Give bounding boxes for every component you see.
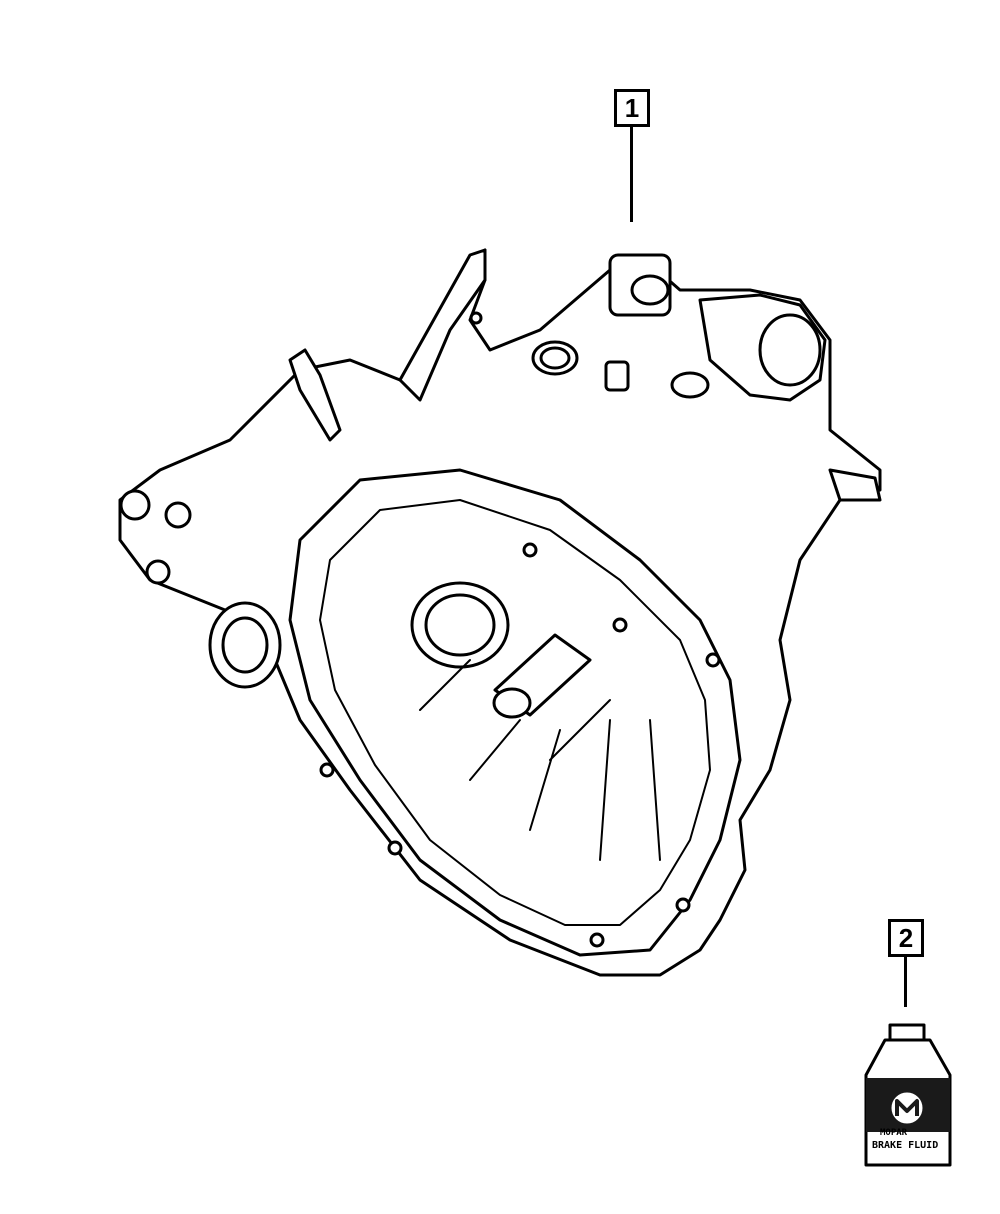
bottle-brand-text: MOPAR: [880, 1128, 908, 1138]
bracket: [398, 248, 487, 402]
brake-fluid-bottle-illustration[interactable]: [864, 1023, 952, 1167]
mopar-m-glyph: [895, 1099, 919, 1116]
right-stub: [828, 468, 882, 502]
input-shaft-end: [492, 687, 532, 719]
sensor-stud: [604, 360, 630, 392]
bell-housing-inner: [319, 499, 711, 926]
leader-line-1: [630, 127, 633, 222]
flange-bolt-5: [705, 652, 721, 668]
flange-bolt-2: [387, 840, 403, 856]
transmission-illustration[interactable]: [118, 248, 882, 977]
shift-lever: [288, 348, 342, 442]
flange-bolt-4: [675, 897, 691, 913]
fill-plug-inner: [539, 346, 571, 370]
left-axle-seal-inner: [221, 616, 269, 674]
callout-2[interactable]: 2: [888, 919, 924, 957]
flange-bolt-1: [319, 762, 335, 778]
bracket-hole: [469, 311, 483, 325]
left-axle-seal: [208, 601, 282, 689]
flange-bolt-6: [612, 617, 628, 633]
callout-1[interactable]: 1: [614, 89, 650, 127]
flange-bolt-7: [522, 542, 538, 558]
flange-bolt-3: [589, 932, 605, 948]
actuator-motor-end: [758, 313, 822, 387]
vent-cap: [630, 274, 670, 306]
case-ribs: [419, 659, 661, 861]
leader-line-2: [904, 957, 907, 1007]
mount-boss-b: [164, 501, 192, 529]
input-bearing-inner: [424, 593, 496, 657]
mopar-logo-icon: [891, 1092, 923, 1124]
harness-connector: [670, 371, 710, 399]
bottle-product-text: BRAKE FLUID: [872, 1140, 939, 1151]
mount-boss-c: [145, 559, 171, 585]
mount-boss-a: [119, 489, 151, 521]
